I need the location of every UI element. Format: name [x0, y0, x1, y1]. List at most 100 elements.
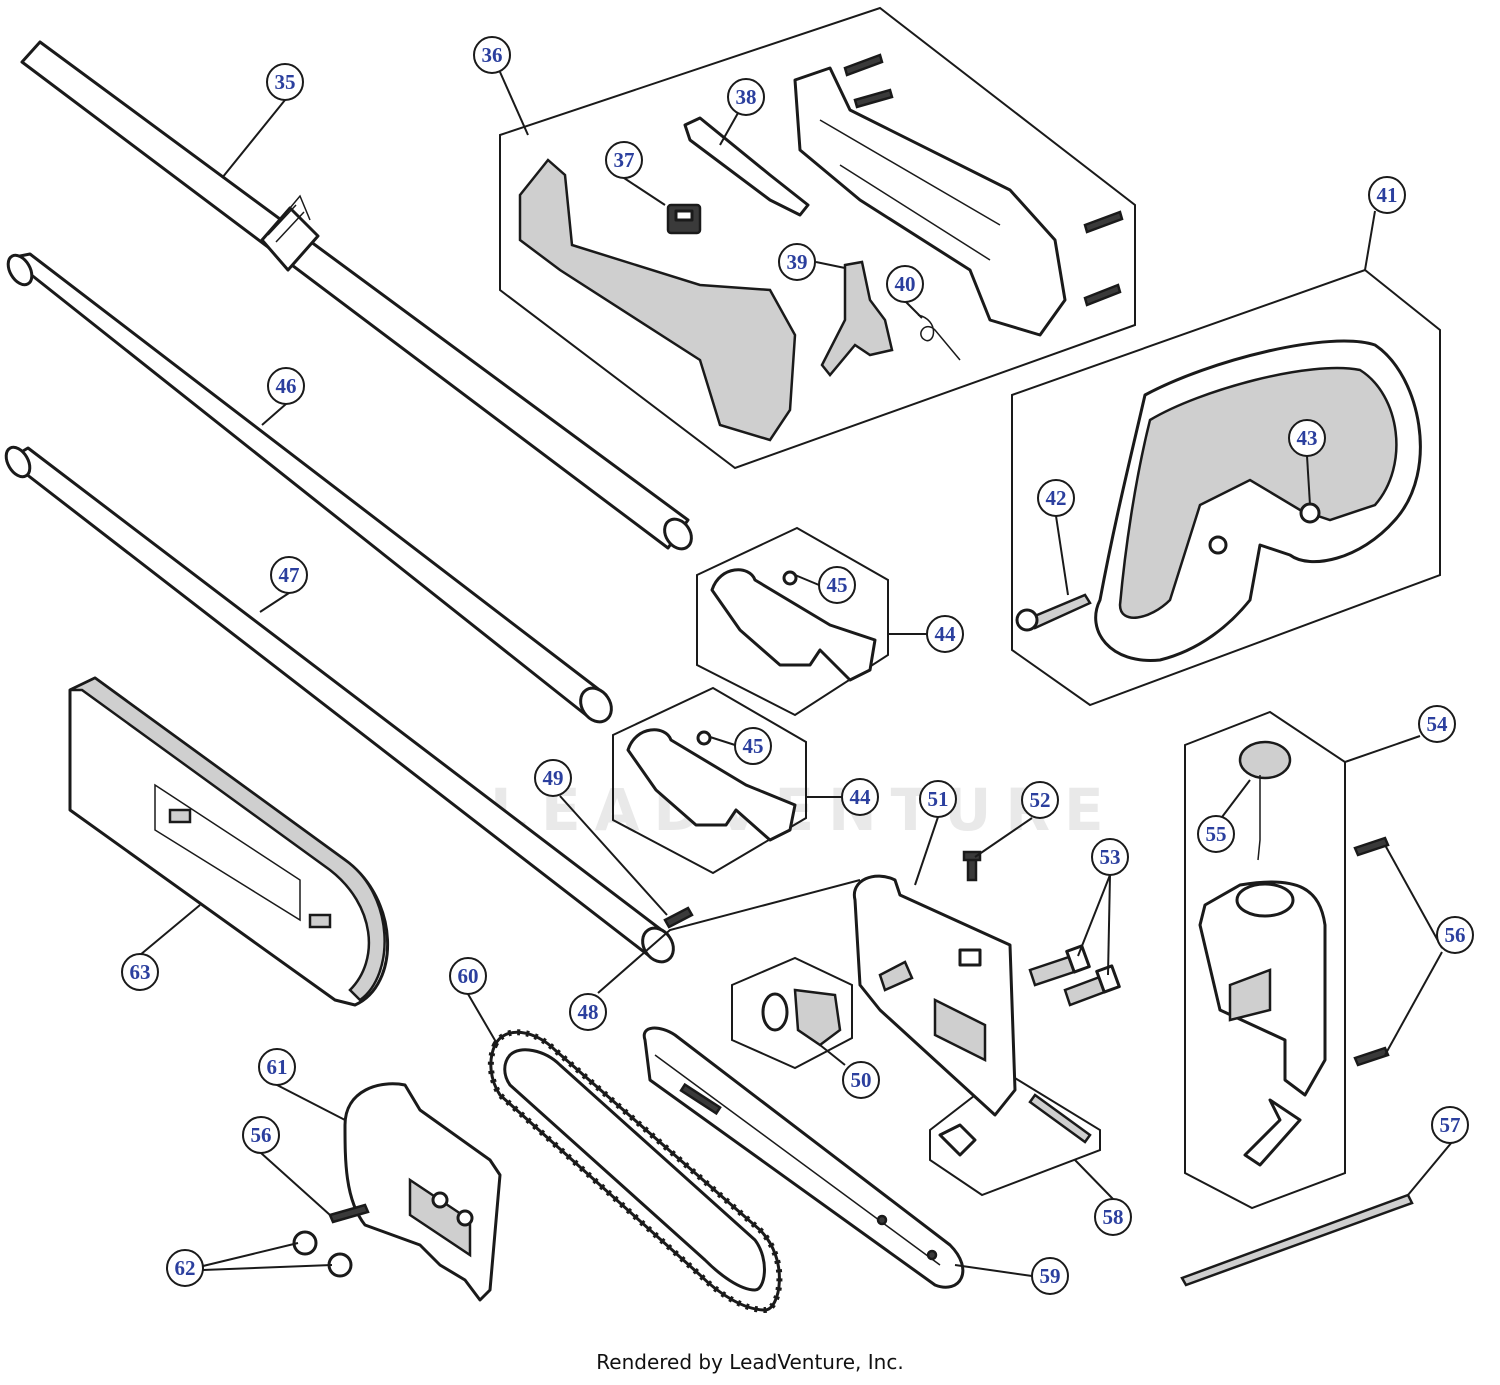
callout-50: 50	[842, 1061, 880, 1099]
callout-45-lower: 45	[734, 727, 772, 765]
callout-44-lower: 44	[841, 778, 879, 816]
part-58-chain-adjuster	[938, 1093, 1092, 1157]
svg-text:45: 45	[827, 573, 848, 597]
callout-48: 48	[569, 993, 607, 1031]
part-63-scabbard	[68, 676, 390, 1007]
svg-text:58: 58	[1103, 1205, 1124, 1229]
part-56-cover-screw	[328, 1203, 370, 1224]
part-51-gear-housing	[852, 874, 1017, 1117]
part-60-saw-chain	[487, 1029, 783, 1314]
footer-credit: Rendered by LeadVenture, Inc.	[596, 1350, 904, 1374]
group-box-44-upper	[696, 526, 889, 717]
group-box-50	[731, 956, 853, 1070]
oil-pickup-tube	[1243, 1098, 1302, 1167]
svg-text:59: 59	[1040, 1264, 1061, 1288]
callout-60: 60	[449, 957, 487, 995]
callout-53: 53	[1091, 838, 1129, 876]
svg-text:44: 44	[850, 785, 872, 809]
callout-52: 52	[1021, 781, 1059, 819]
svg-text:47: 47	[279, 563, 300, 587]
svg-text:44: 44	[935, 622, 957, 646]
group-box-36	[499, 6, 1136, 470]
callout-61: 61	[258, 1048, 296, 1086]
callout-49: 49	[534, 759, 572, 797]
svg-text:39: 39	[787, 250, 808, 274]
part-35-drive-shaft-tube	[20, 40, 693, 551]
svg-text:45: 45	[743, 734, 764, 758]
callout-41: 41	[1368, 176, 1406, 214]
svg-text:38: 38	[736, 85, 757, 109]
svg-text:42: 42	[1046, 486, 1067, 510]
callout-57: 57	[1431, 1106, 1469, 1144]
callout-35: 35	[266, 63, 304, 101]
callout-56-tank: 56	[1436, 916, 1474, 954]
part-49-screw	[663, 906, 694, 929]
svg-text:60: 60	[458, 964, 479, 988]
svg-text:50: 50	[851, 1068, 872, 1092]
svg-text:62: 62	[175, 1256, 196, 1280]
part-43-nut	[1299, 502, 1321, 524]
part-54-oil-tank	[1198, 880, 1327, 1097]
svg-text:35: 35	[275, 70, 296, 94]
callout-62: 62	[166, 1249, 204, 1287]
svg-text:61: 61	[267, 1055, 288, 1079]
part-47-extension-tube	[4, 445, 675, 964]
svg-text:40: 40	[895, 272, 916, 296]
callout-38: 38	[727, 78, 765, 116]
callout-47: 47	[270, 556, 308, 594]
svg-text:63: 63	[130, 960, 151, 984]
part-62-nuts	[292, 1230, 353, 1278]
svg-text:54: 54	[1427, 712, 1449, 736]
svg-text:49: 49	[543, 766, 564, 790]
part-56-tank-screws	[1353, 836, 1390, 1067]
group-box-44-lower	[612, 686, 807, 875]
callout-56-cover: 56	[242, 1116, 280, 1154]
svg-text:48: 48	[578, 1000, 599, 1024]
part-46-extension-tube	[6, 252, 613, 724]
callout-58: 58	[1094, 1198, 1132, 1236]
part-44-lower-clamp	[626, 728, 797, 842]
svg-text:37: 37	[614, 148, 635, 172]
part-44-upper-clamp	[710, 568, 877, 682]
callout-63: 63	[121, 953, 159, 991]
leader-lines	[139, 71, 1453, 1277]
part-42-bolt	[1015, 593, 1092, 632]
callout-54: 54	[1418, 705, 1456, 743]
callout-51: 51	[919, 780, 957, 818]
svg-text:56: 56	[251, 1123, 272, 1147]
callout-37: 37	[605, 141, 643, 179]
part-52-screw	[962, 850, 982, 882]
part-55-oil-cap	[1238, 740, 1292, 861]
part-50-sprocket	[761, 988, 842, 1047]
part-53-bolts	[1028, 944, 1121, 1007]
part-38-throttle-lockout	[683, 116, 810, 217]
svg-text:53: 53	[1100, 845, 1121, 869]
callout-39: 39	[778, 243, 816, 281]
watermark: LEADVENTURE	[490, 776, 1118, 844]
svg-text:36: 36	[482, 43, 503, 67]
handle-screws	[843, 53, 1124, 307]
callout-45-upper: 45	[818, 566, 856, 604]
part-37-switch	[666, 203, 702, 235]
svg-text:46: 46	[276, 374, 297, 398]
group-box-54	[1184, 710, 1346, 1210]
callout-44-upper: 44	[926, 615, 964, 653]
svg-text:57: 57	[1440, 1113, 1461, 1137]
part-39-trigger	[820, 260, 894, 377]
svg-text:56: 56	[1445, 923, 1466, 947]
svg-text:43: 43	[1297, 426, 1318, 450]
svg-text:55: 55	[1206, 822, 1227, 846]
part-41-loop-handle	[1094, 339, 1422, 662]
part-59-guide-bar	[642, 1026, 965, 1289]
callout-46: 46	[267, 367, 305, 405]
part-57-oil-line	[1180, 1193, 1414, 1287]
callout-55: 55	[1197, 815, 1235, 853]
svg-text:52: 52	[1030, 788, 1051, 812]
svg-text:41: 41	[1377, 183, 1398, 207]
callout-40: 40	[886, 265, 924, 303]
part-36-handle-housing	[518, 66, 1067, 442]
part-61-sprocket-cover	[343, 1082, 502, 1302]
callout-43: 43	[1288, 419, 1326, 457]
callout-59: 59	[1031, 1257, 1069, 1295]
